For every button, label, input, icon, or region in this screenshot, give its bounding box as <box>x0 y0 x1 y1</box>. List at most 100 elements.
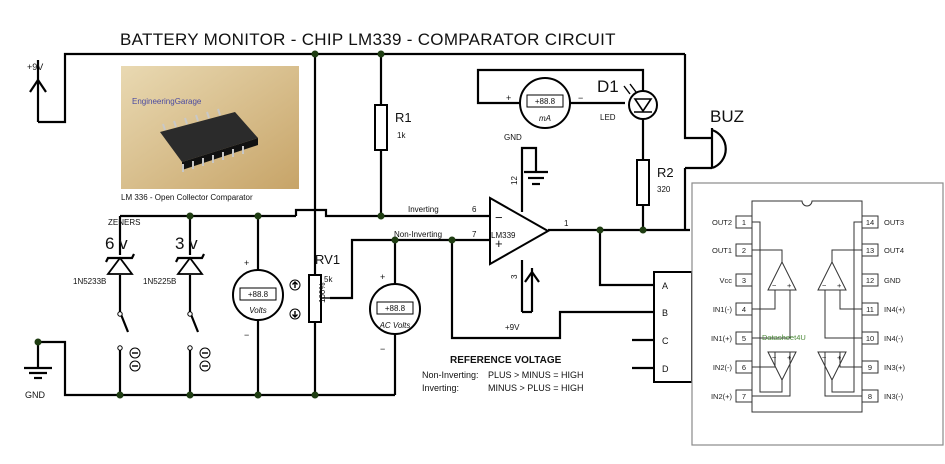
led-d1: D1 LED <box>597 77 658 122</box>
voltmeter-unit: Volts <box>249 306 267 315</box>
opamp-plus: + <box>495 236 503 251</box>
pinout-pin-label: GND <box>884 276 901 285</box>
zeners-label: ZENERS <box>108 218 140 227</box>
pinout-comparator-1: −+ <box>752 249 797 339</box>
reference-line2-label: Inverting: <box>422 383 459 393</box>
dip-chip-image <box>160 108 258 172</box>
pinout-pin-box <box>735 215 753 229</box>
pinout-pin-number: 4 <box>742 305 746 314</box>
resistor-r1: R1 1k <box>374 104 412 151</box>
pinout-pin-label: IN3(+) <box>884 363 906 372</box>
r2-value: 320 <box>657 185 671 194</box>
zener-z1: 6 v 1N5233B <box>73 234 141 372</box>
pin-noninv: 7 <box>472 230 477 239</box>
pinout-pin-label: IN2(-) <box>713 363 733 372</box>
resistor-r2: R2 320 <box>636 159 674 206</box>
voltmeter-plus: + <box>244 258 249 268</box>
potentiometer-rv1: 100% RV1 5k <box>289 252 340 323</box>
pinout-pin-label: OUT2 <box>712 218 732 227</box>
connector-label-a: A <box>662 281 668 291</box>
photo-caption: LM 336 - Open Collector Comparator <box>121 193 253 202</box>
rv1-name: RV1 <box>315 252 340 267</box>
z2-part: 1N5225B <box>143 277 176 286</box>
ground-symbol: GND <box>24 342 52 400</box>
pinout-pin-label: OUT4 <box>884 246 904 255</box>
pinout-pin-number: 12 <box>866 276 874 285</box>
reference-notes: REFERENCE VOLTAGE Non-Inverting: PLUS > … <box>422 355 584 393</box>
junction-dots <box>34 50 647 399</box>
connector-label-d: D <box>662 364 669 374</box>
svg-text:−: − <box>822 281 827 290</box>
rv1-value: 5k <box>324 275 333 284</box>
pinout-comparator-4: −+ <box>817 249 862 339</box>
pinout-pin-label: IN3(-) <box>884 392 904 401</box>
pinout-pin-box <box>735 389 753 403</box>
voltmeter: +88.8 Volts + − <box>232 258 284 340</box>
ground-label: GND <box>25 390 46 400</box>
pinout-pin-number: 3 <box>742 276 746 285</box>
z1-part: 1N5233B <box>73 277 106 286</box>
pin-out: 1 <box>564 219 569 228</box>
pin-vcc: 3 <box>510 274 519 279</box>
pinout-pin-box <box>861 331 879 345</box>
rv1-setting: 100% <box>318 283 327 303</box>
ac-voltmeter-reading: +88.8 <box>385 304 406 313</box>
ammeter-unit: mA <box>539 114 551 123</box>
pinout-pin-number: 13 <box>866 246 874 255</box>
pinout-pin-number: 7 <box>742 392 746 401</box>
pinout-pin-label: OUT3 <box>884 218 904 227</box>
z2-voltage: 3 v <box>175 234 198 253</box>
opamp-minus: − <box>495 210 503 225</box>
reference-line2-value: MINUS > PLUS = HIGH <box>488 383 584 393</box>
connector-label-b: B <box>662 308 668 318</box>
svg-text:−: − <box>772 281 777 290</box>
r2-name: R2 <box>657 165 674 180</box>
zener-z2: 3 v 1N5225B <box>143 234 211 372</box>
led-name: D1 <box>597 77 619 96</box>
opamp-lm339: − + LM339 Inverting Non-Inverting 6 7 1 … <box>394 133 569 332</box>
pinout-pin-number: 6 <box>742 363 746 372</box>
voltmeter-minus: − <box>244 330 249 340</box>
pinout-pin-box <box>735 302 753 316</box>
pinout-pin-label: IN2(+) <box>711 392 733 401</box>
r1-value: 1k <box>397 131 406 140</box>
wiring <box>38 52 712 397</box>
buzzer-name: BUZ <box>710 107 744 126</box>
reference-line1-label: Non-Inverting: <box>422 370 479 380</box>
pin-inv: 6 <box>472 205 477 214</box>
diagram-title: BATTERY MONITOR - CHIP LM339 - COMPARATO… <box>120 30 616 49</box>
reference-heading: REFERENCE VOLTAGE <box>450 355 562 366</box>
opamp-gnd-label: GND <box>504 133 522 142</box>
pinout-comparator-3: −+ <box>817 221 862 397</box>
pinout-pin-number: 11 <box>866 305 874 314</box>
inverting-label: Inverting <box>408 205 439 214</box>
ammeter-plus: + <box>506 93 511 103</box>
ac-voltmeter-minus: − <box>380 344 385 354</box>
pinout-pin-box <box>861 360 879 374</box>
pinout-pin-number: 2 <box>742 246 746 255</box>
ammeter-reading: +88.8 <box>535 97 556 106</box>
pinout-pin-number: 1 <box>742 218 746 227</box>
connector-label-c: C <box>662 336 669 346</box>
reference-line1-value: PLUS > MINUS = HIGH <box>488 370 584 380</box>
pinout-pin-box <box>735 360 753 374</box>
supply-symbol: +9V <box>27 60 47 122</box>
pinout-watermark: Datasheet4U <box>762 333 806 342</box>
supply-label: +9V <box>27 62 43 72</box>
svg-text:+: + <box>837 281 842 290</box>
opamp-vcc-label: +9V <box>505 323 520 332</box>
ic-photo: EngineeringGarage LM 336 - Open Collecto… <box>121 66 299 202</box>
pinout-left-pins: 1OUT22OUT13Vcc4IN1(-)5IN1(+)6IN2(-)7IN2(… <box>711 215 753 403</box>
pinout-pin-number: 14 <box>866 218 874 227</box>
pinout-pin-number: 5 <box>742 334 746 343</box>
svg-text:+: + <box>787 281 792 290</box>
pinout-comparator-2: −+ <box>752 221 797 397</box>
pinout-pin-number: 9 <box>868 363 872 372</box>
pinout-pin-box <box>735 243 753 257</box>
connector-block: A B C D <box>653 271 700 383</box>
voltmeter-reading: +88.8 <box>248 290 269 299</box>
pinout-pin-box <box>861 215 879 229</box>
